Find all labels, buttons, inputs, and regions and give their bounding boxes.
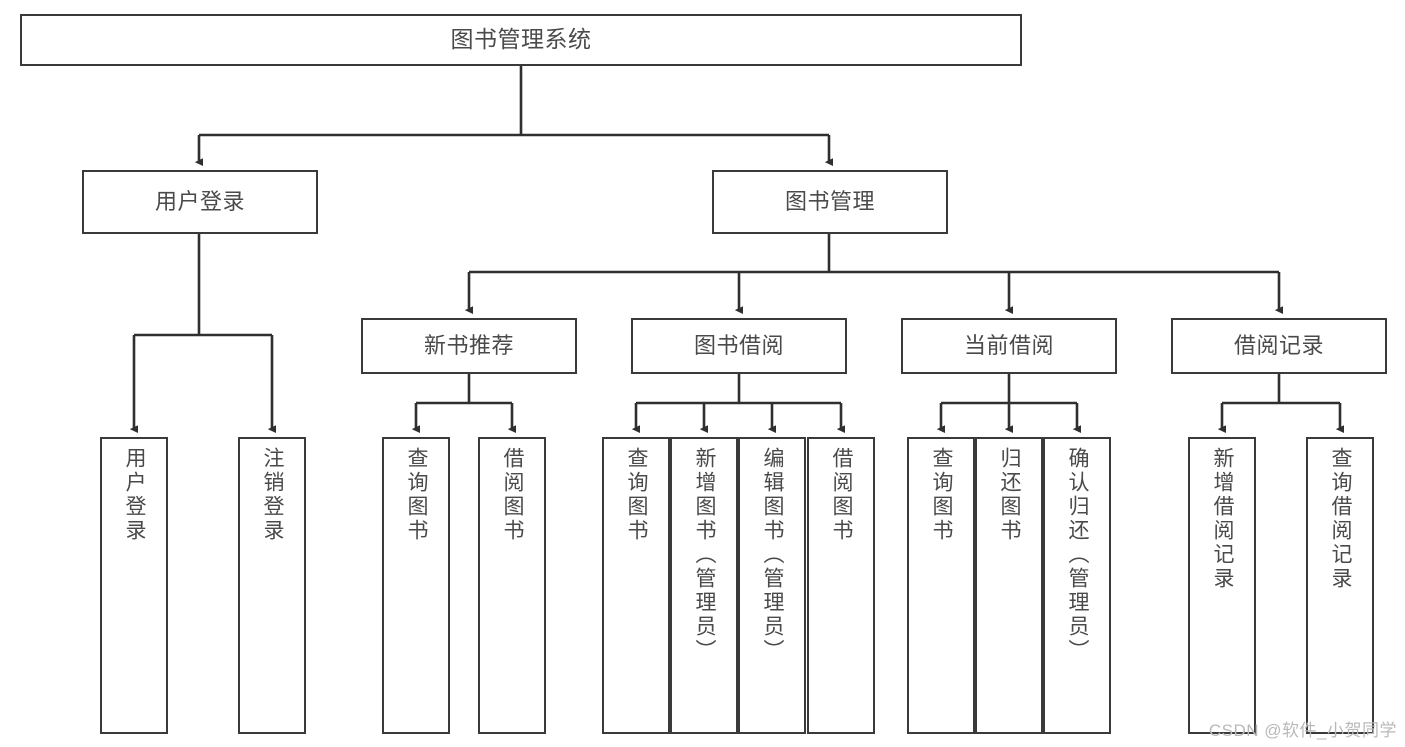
leaf-query-book-2[interactable]: 查询图书 <box>602 437 670 734</box>
node-new-book-recommend[interactable]: 新书推荐 <box>361 318 577 374</box>
node-user-login[interactable]: 用户登录 <box>82 170 318 234</box>
node-label: 新增借阅记录 <box>1211 447 1235 591</box>
node-label: 图书管理 <box>784 189 875 215</box>
node-borrow-record[interactable]: 借阅记录 <box>1171 318 1387 374</box>
leaf-return-book[interactable]: 归还图书 <box>975 437 1043 734</box>
node-label: 图书借阅 <box>693 333 784 359</box>
node-label: 注销登录 <box>261 447 285 543</box>
leaf-logout-login[interactable]: 注销登录 <box>238 437 306 734</box>
node-label: 图书管理系统 <box>450 26 592 53</box>
leaf-user-login[interactable]: 用户登录 <box>100 437 168 734</box>
node-label: 用户登录 <box>123 447 147 543</box>
leaf-query-book-1[interactable]: 查询图书 <box>382 437 450 734</box>
node-label: 归还图书 <box>998 447 1022 543</box>
leaf-add-borrow-record[interactable]: 新增借阅记录 <box>1188 437 1256 734</box>
leaf-add-book[interactable]: 新增图书（管理员） <box>670 437 738 734</box>
node-label: 查询图书 <box>930 447 954 543</box>
leaf-borrow-book-2[interactable]: 借阅图书 <box>807 437 875 734</box>
node-label: 当前借阅 <box>963 333 1054 359</box>
leaf-edit-book[interactable]: 编辑图书（管理员） <box>738 437 806 734</box>
leaf-query-borrow-record[interactable]: 查询借阅记录 <box>1306 437 1374 734</box>
node-label: 新增图书（管理员） <box>693 447 717 663</box>
node-label: 新书推荐 <box>423 333 514 359</box>
node-label: 借阅图书 <box>830 447 854 543</box>
node-label: 借阅图书 <box>501 447 525 543</box>
node-root-system[interactable]: 图书管理系统 <box>20 14 1022 66</box>
node-label: 用户登录 <box>154 189 245 215</box>
node-label: 查询图书 <box>625 447 649 543</box>
node-book-manage[interactable]: 图书管理 <box>712 170 948 234</box>
node-label: 确认归还（管理员） <box>1066 447 1090 663</box>
node-current-borrow[interactable]: 当前借阅 <box>901 318 1117 374</box>
node-label: 查询图书 <box>405 447 429 543</box>
node-book-borrow[interactable]: 图书借阅 <box>631 318 847 374</box>
leaf-query-book-3[interactable]: 查询图书 <box>907 437 975 734</box>
node-label: 借阅记录 <box>1233 333 1324 359</box>
csdn-watermark: CSDN @软件_小贺同学 <box>1208 721 1397 740</box>
leaf-borrow-book-1[interactable]: 借阅图书 <box>478 437 546 734</box>
node-label: 查询借阅记录 <box>1329 447 1353 591</box>
leaf-confirm-return[interactable]: 确认归还（管理员） <box>1043 437 1111 734</box>
node-label: 编辑图书（管理员） <box>761 447 785 663</box>
